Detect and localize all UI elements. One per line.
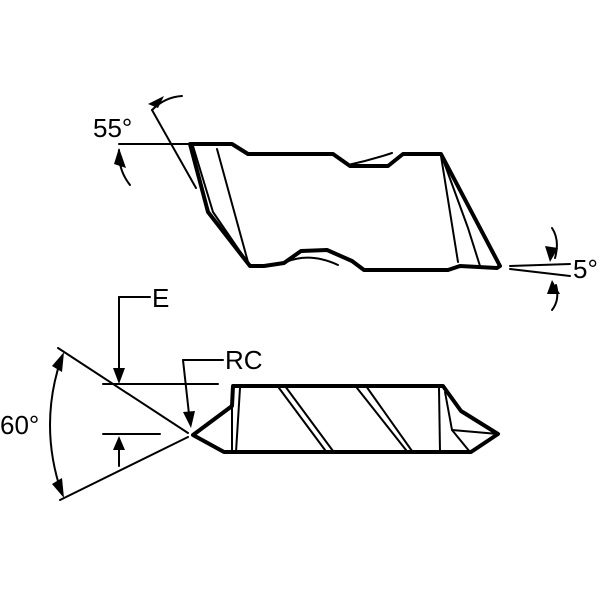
angle-5-arc-top (551, 227, 558, 259)
dim-rc-label: RC (225, 345, 263, 375)
angle-5-line-lower (509, 268, 571, 277)
bottom-right-facet-3 (451, 429, 499, 435)
dim-e-label: E (152, 283, 169, 313)
angle-55-arc-top (151, 95, 183, 111)
top-left-facet-line (192, 145, 251, 267)
top-right-facet-line (440, 153, 481, 267)
angle-60-arrowhead-bottom (52, 478, 64, 498)
dim-e-arrowhead-top (113, 368, 125, 384)
angle-60-arrowhead-top (52, 352, 64, 372)
bottom-groove-lens (285, 256, 339, 266)
dim-e-arrowhead-bottom (113, 436, 125, 450)
bottom-insert-view (191, 384, 500, 454)
top-groove-lens (347, 152, 393, 166)
angle-55-label: 55° (93, 113, 132, 143)
groove-line-1 (278, 387, 326, 451)
bottom-front-facet-inner (235, 387, 241, 453)
dimension-e-annotation: E (102, 283, 219, 467)
angle-60-upper-line (57, 347, 189, 434)
top-insert-view (188, 142, 502, 272)
dim-rc-leader-diagonal (182, 359, 190, 415)
angle-60-annotation: 60° (0, 347, 189, 501)
angle-55-arrowhead-top (148, 96, 164, 108)
angle-55-annotation: 55° (93, 95, 197, 189)
top-left-inner-line (216, 148, 249, 263)
dimension-rc-annotation: RC (182, 345, 263, 428)
groove-line-4 (365, 385, 413, 452)
angle-60-lower-line (59, 436, 189, 501)
angle-5-annotation: 5° (509, 227, 598, 311)
angle-5-arrowhead-top (545, 246, 558, 262)
angle-5-arc-bottom (551, 284, 559, 311)
bottom-right-facet-2 (444, 391, 471, 453)
angle-55-arrowhead-bottom (114, 148, 126, 168)
angle-5-arrowhead-bottom (547, 280, 560, 294)
angle-5-line-upper (509, 263, 571, 267)
angle-5-label: 5° (573, 254, 598, 284)
bottom-insert-outline (191, 384, 500, 454)
top-right-inner-line (440, 155, 459, 263)
bottom-right-facet-1 (438, 387, 441, 453)
dim-rc-arrowhead (183, 411, 195, 428)
angle-60-label: 60° (0, 410, 39, 440)
angle-55-reference-line (151, 109, 197, 189)
top-insert-outline (188, 142, 502, 272)
angle-60-arc (49, 355, 63, 495)
groove-line-2 (284, 385, 334, 452)
groove-line-3 (356, 387, 407, 451)
